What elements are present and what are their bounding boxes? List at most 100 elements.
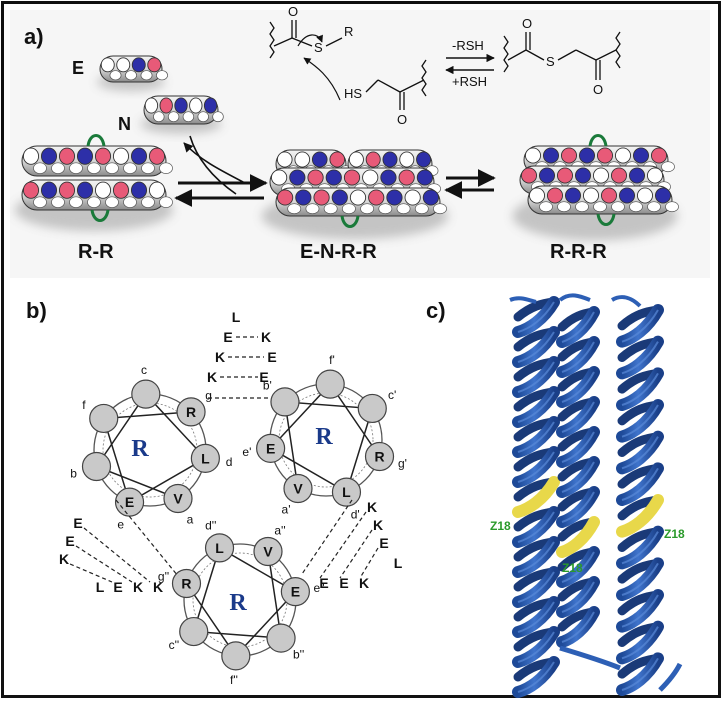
ribbon-highlight (517, 391, 555, 423)
helix-bead (289, 169, 306, 186)
salt-bridge-dash (115, 499, 179, 577)
residue-R: R (181, 575, 191, 591)
residue-position-c (131, 379, 161, 409)
residue-position-e (280, 577, 310, 607)
helix-bead (399, 151, 415, 168)
z18-label-right: Z18 (664, 527, 685, 541)
heptad-label-f: f (82, 398, 86, 412)
top-ladder-residue: E (267, 349, 276, 365)
right-ladder-residue: K (373, 517, 383, 533)
helix-bead (87, 162, 101, 174)
helix-bead (325, 169, 342, 186)
helix-bead (646, 167, 664, 184)
helix-name: R (131, 436, 149, 462)
helix-bead (76, 181, 94, 199)
r-r-label: R-R (78, 241, 114, 263)
helix-bead (380, 169, 397, 186)
residue-position-b (270, 387, 300, 417)
ribbon-highlight (561, 491, 595, 523)
ribbon-z18-segment (512, 476, 560, 518)
s-atom-1: S (314, 40, 323, 55)
helix-bead (33, 162, 47, 174)
panel-c: c) Z18 Z18 Z18 (426, 293, 685, 698)
ribbon-highlight (517, 451, 555, 483)
helix-right (616, 304, 664, 696)
ribbon-highlight (517, 631, 555, 663)
helix-bead (182, 111, 195, 123)
helix-name: R (229, 590, 247, 616)
r-r-duplex (14, 134, 174, 231)
ribbon-highlight (561, 341, 595, 373)
helix-bead (368, 189, 385, 206)
ribbon-z18-segment (616, 494, 664, 538)
helix-bead (69, 196, 83, 208)
helix-bead (22, 147, 40, 165)
helix-bead (311, 151, 328, 168)
heptad-label-c: c (141, 363, 147, 377)
e-rod (99, 55, 168, 83)
helix-bead (362, 169, 379, 186)
helix-bead (125, 70, 137, 81)
bottom-loop (559, 645, 621, 671)
o-atom-2: O (397, 112, 407, 127)
ribbon-highlight (517, 511, 555, 543)
r-r-r-triplex (512, 134, 679, 241)
top-ladder-residue: E (259, 369, 268, 385)
top-ladder-residue: K (215, 349, 225, 365)
helix-bead (528, 187, 546, 204)
helix-bead (271, 169, 288, 186)
heptad-label-c: c' (388, 388, 396, 402)
ribbon-highlight (621, 531, 659, 565)
helix-bead (600, 187, 618, 204)
helix-bead (329, 151, 346, 168)
helix-bead (546, 187, 564, 204)
helix-bead (416, 169, 433, 186)
left-ladder-residue: L (96, 579, 105, 595)
linker-loop (588, 134, 608, 147)
o-atom-1: O (288, 4, 298, 19)
helix-bead (404, 189, 421, 206)
helix-bead (396, 203, 411, 215)
helix-bead (141, 162, 155, 174)
ribbon-highlight (561, 611, 595, 643)
residue-position-g (171, 568, 202, 599)
helix-bead (378, 203, 393, 215)
helix-bead (22, 181, 40, 199)
ribbon-highlight (517, 301, 555, 333)
helix-bead (76, 147, 94, 165)
r-rod-lower (275, 187, 447, 217)
helix-bead (398, 169, 415, 186)
salt-bridge-dash (339, 529, 373, 579)
heptad-label-a: a' (282, 502, 291, 516)
minus-rsh: -RSH (452, 38, 484, 53)
panel-c-label: c) (426, 298, 446, 323)
residue-position-f (89, 403, 119, 434)
helix-bead (610, 167, 628, 184)
ribbon-highlight (517, 601, 555, 633)
heptad-label-f: f' (329, 353, 335, 367)
ribbon-highlight (517, 421, 555, 453)
left-ladder-residue: K (133, 579, 143, 595)
ribbon-highlight (517, 571, 555, 603)
helix-bead (131, 57, 146, 73)
helix-bead (665, 201, 679, 213)
ribbon-highlight (561, 401, 595, 433)
o-atom-4: O (593, 82, 603, 97)
monomer-e-helix (96, 55, 168, 92)
linker-loop (86, 134, 106, 147)
helix-bead (348, 151, 364, 168)
panel-a: a) E N R-R E-N-R-R R-R-R (10, 4, 710, 278)
helix-bead (156, 70, 168, 81)
helix-bead (294, 151, 311, 168)
residue-V: V (173, 490, 183, 506)
helix-bead (276, 151, 293, 168)
helix-bead (112, 147, 130, 165)
residue-position-g (176, 397, 206, 427)
ribbon-highlight (561, 461, 595, 493)
helix-bead (593, 201, 607, 213)
